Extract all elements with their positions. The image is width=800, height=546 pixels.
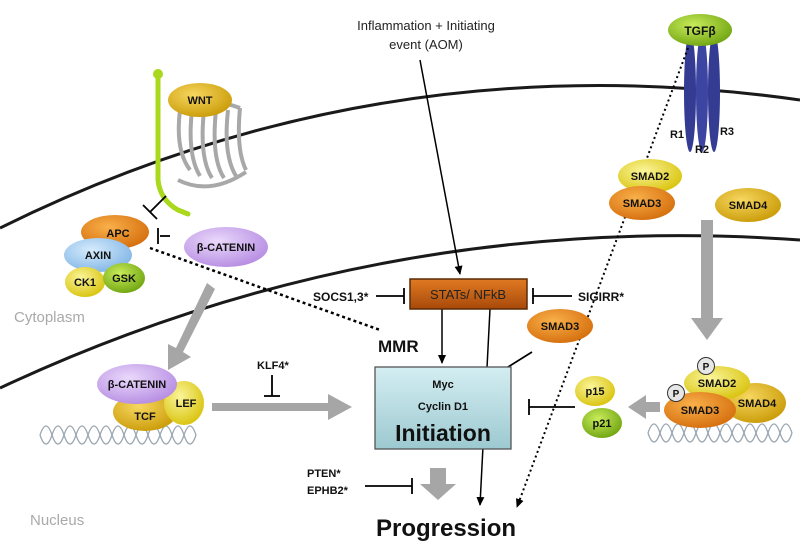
smad3-node: SMAD3 <box>609 186 675 220</box>
ck1-node: CK1 <box>65 267 105 297</box>
grey-arrow-smad-p15 <box>628 395 660 419</box>
phospho-badge-smad2: P <box>697 357 715 375</box>
receptor-r2-label: R2 <box>695 144 709 156</box>
sigirr-label: SIGIRR* <box>578 290 624 304</box>
svg-text:SMAD4: SMAD4 <box>729 200 768 212</box>
dna-helix-left <box>39 425 197 445</box>
smad3-inhibitor-node: SMAD3 <box>527 309 593 343</box>
receptor-r1-label: R1 <box>670 129 684 141</box>
svg-text:STATs/ NFkB: STATs/ NFkB <box>430 287 506 302</box>
nuclear-membrane <box>0 234 800 390</box>
nucleus-label: Nucleus <box>30 512 84 529</box>
progression-label: Progression <box>376 515 516 542</box>
dna-helix-right <box>647 423 793 443</box>
tgfb-node: TGFβ <box>668 14 732 46</box>
dotted-apc-mmr <box>149 246 381 332</box>
frizzled-receptor <box>176 100 248 189</box>
svg-text:AXIN: AXIN <box>85 250 111 262</box>
svg-text:p21: p21 <box>593 418 612 430</box>
p15-node: p15 <box>575 376 615 406</box>
pten-label: PTEN* <box>307 468 341 480</box>
tgf-receptors <box>684 32 720 152</box>
svg-text:WNT: WNT <box>187 95 212 107</box>
event-label-line2: event (AOM) <box>389 37 463 52</box>
beta-catenin-node: β-CATENIN <box>184 227 268 267</box>
lef-node: LEF <box>164 381 204 425</box>
svg-text:TGFβ: TGFβ <box>684 24 715 38</box>
cell-membrane <box>0 83 800 230</box>
event-label-line1: Inflammation + Initiating <box>357 18 495 33</box>
svg-text:SMAD2: SMAD2 <box>698 378 737 390</box>
arrow-event-stats <box>419 59 463 275</box>
klf4-label: KLF4* <box>257 360 290 372</box>
p21-node: p21 <box>582 408 622 438</box>
receptor-r3-label: R3 <box>720 126 734 138</box>
svg-text:APC: APC <box>106 228 129 240</box>
svg-text:P: P <box>673 389 680 400</box>
smad2-node: SMAD2 <box>618 159 682 193</box>
cytoplasm-label: Cytoplasm <box>14 309 85 326</box>
svg-text:CK1: CK1 <box>74 277 96 289</box>
grey-arrows <box>168 220 723 500</box>
svg-text:Cyclin D1: Cyclin D1 <box>418 401 468 413</box>
svg-text:Initiation: Initiation <box>395 420 491 446</box>
svg-text:LEF: LEF <box>176 398 197 410</box>
ephb2-label: EPHB2* <box>307 485 349 497</box>
phospho-badge-smad3: P <box>667 384 685 402</box>
svg-text:p15: p15 <box>586 386 605 398</box>
svg-text:SMAD2: SMAD2 <box>631 171 670 183</box>
stats-nfkb-box: STATs/ NFkB <box>409 278 528 310</box>
dotted-tgf-progression <box>516 47 689 508</box>
svg-text:Myc: Myc <box>432 379 453 391</box>
nuclear-smad2-node: SMAD2 <box>684 366 750 400</box>
svg-text:GSK: GSK <box>112 273 136 285</box>
socs-label: SOCS1,3* <box>313 290 369 304</box>
svg-text:SMAD3: SMAD3 <box>681 405 720 417</box>
svg-text:SMAD3: SMAD3 <box>623 198 662 210</box>
svg-text:SMAD4: SMAD4 <box>738 398 777 410</box>
smad4-node: SMAD4 <box>715 188 781 222</box>
wnt-node: WNT <box>168 83 232 117</box>
grey-arrow-progression <box>420 468 456 500</box>
svg-text:TCF: TCF <box>134 411 156 423</box>
grey-arrow-catenin-down <box>168 283 215 370</box>
svg-text:β-CATENIN: β-CATENIN <box>108 379 167 391</box>
axin-node: AXIN <box>64 238 132 272</box>
svg-text:β-CATENIN: β-CATENIN <box>197 242 256 254</box>
nuclear-beta-catenin-node: β-CATENIN <box>97 364 177 404</box>
svg-text:P: P <box>703 362 710 373</box>
initiation-box: Myc Cyclin D1 Initiation <box>374 366 512 450</box>
svg-text:SMAD3: SMAD3 <box>541 321 580 333</box>
mmr-label: MMR <box>378 337 419 356</box>
nuclear-smad3-node: SMAD3 <box>664 392 736 428</box>
grey-arrow-tcf-initiation <box>212 394 352 420</box>
grey-arrow-smad-down <box>691 220 723 340</box>
gsk-node: GSK <box>103 263 145 293</box>
